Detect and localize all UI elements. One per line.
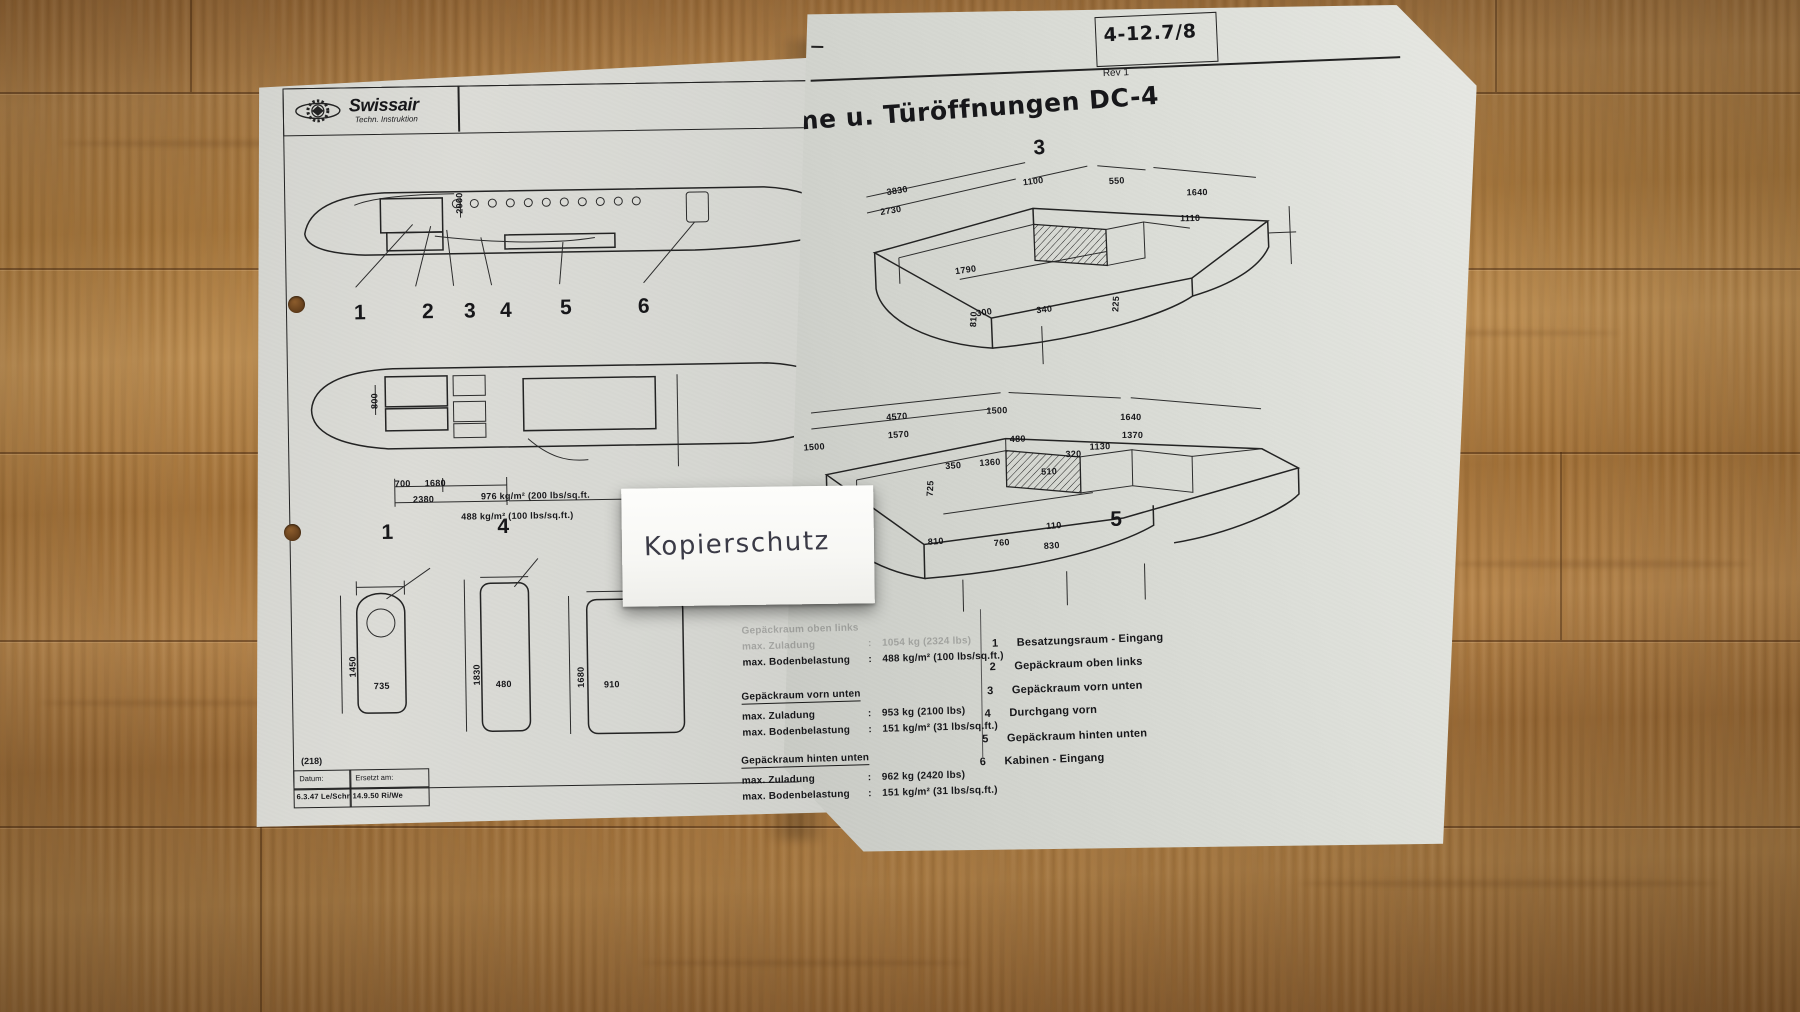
callout-2: 2 (421, 300, 434, 324)
floor-load-upper: 976 kg/m² (200 lbs/sq.ft. (480, 489, 591, 502)
form-number: (218) (300, 755, 323, 767)
door-wide-height: 1680 (575, 666, 586, 688)
iso-upper-callout: 3 (1032, 135, 1046, 160)
iso-upper-dim-550: 550 (1108, 175, 1125, 187)
spec-sep: : (868, 654, 873, 666)
spec-label: max. Zuladung (741, 773, 816, 787)
doc-number: 4-12.7/8 (1103, 20, 1198, 47)
iso-lower-compartment (786, 395, 1351, 656)
iso-lower-dim-1500: 1500 (986, 405, 1008, 416)
iso-lower-dim-320: 320 (1065, 448, 1082, 460)
spec-value: 1054 kg (2324 lbs) (881, 635, 972, 649)
iso-lower-dim-830: 830 (1043, 539, 1061, 552)
spec-label: max. Bodenbelastung (742, 788, 851, 803)
door1-width: 735 (373, 680, 390, 692)
spec-label: max. Zuladung (741, 709, 816, 723)
door-callout-1: 1 (381, 520, 394, 544)
iso-lower-dim-1570: 1570 (887, 428, 910, 441)
brand-name: Swissair (348, 94, 419, 116)
spec-sep: : (867, 708, 872, 720)
legend-label: Gepäckraum hinten unten (1006, 727, 1148, 745)
fuselage-side-view: 2000 (294, 167, 856, 296)
spec-label: max. Bodenbelastung (742, 724, 851, 739)
iso-lower-dim-510: 510 (1041, 466, 1058, 477)
iso-lower-dim-350: 350 (944, 460, 962, 472)
spec-value: 953 kg (2100 lbs) (881, 705, 966, 719)
spec-sep: : (867, 638, 872, 650)
iso-upper-dim-340: 340 (1035, 303, 1053, 316)
iso-lower-dim-810: 810 (927, 535, 945, 547)
svg-text:800: 800 (369, 393, 379, 409)
spec-value: 962 kg (2420 lbs) (881, 769, 966, 783)
spec-value: 151 kg/m² (31 lbs/sq.ft.) (882, 784, 998, 799)
iso-lower-dim-1360: 1360 (979, 456, 1001, 469)
spec-value: 151 kg/m² (31 lbs/sq.ft.) (882, 720, 999, 735)
swissair-logo-icon (295, 94, 342, 129)
legend-label: Gepäckraum vorn unten (1011, 679, 1143, 697)
iso-lower-dim-1500b: 1500 (803, 441, 826, 453)
door-wide-width: 910 (603, 679, 620, 690)
dim-700: 700 (394, 478, 411, 489)
punch-hole-top (288, 296, 305, 313)
date-label: Datum: (299, 773, 324, 784)
callout-1: 1 (353, 301, 366, 325)
iso-lower-dim-1640: 1640 (1120, 411, 1142, 423)
iso-lower-dim-480: 480 (1009, 433, 1026, 445)
spec-value: 488 kg/m² (100 lbs/sq.ft.) (882, 650, 1004, 665)
spec-block: Gepäckraum oben links max. Zuladung : 10… (727, 596, 1023, 834)
iso-upper-dim-225: 225 (1110, 295, 1122, 313)
revision-label: Rev 1 (1102, 67, 1130, 80)
door1-height: 1450 (347, 656, 358, 678)
fuselage-plan-view: 800 (297, 337, 859, 476)
replaced-label: Ersetzt am: (355, 772, 394, 783)
brand-sub: Techn. Instruktion (354, 114, 418, 125)
iso-lower-dim-725: 725 (924, 480, 936, 497)
svg-text:2000: 2000 (454, 192, 464, 213)
spec-sep: : (867, 772, 872, 784)
dim-1680: 1680 (424, 477, 447, 489)
spec-sep: : (868, 788, 872, 800)
spec-sep: : (868, 724, 873, 736)
spec-heading: Gepäckraum oben links (741, 622, 859, 637)
date-value: 6.3.47 Le/Schr (296, 791, 350, 802)
iso-lower-dim-1130: 1130 (1089, 441, 1111, 452)
callout-3: 3 (463, 299, 476, 323)
iso-lower-dim-4570: 4570 (885, 410, 908, 423)
iso-lower-callout: 5 (1110, 507, 1123, 531)
spec-heading: Gepäckraum vorn unten (741, 688, 861, 705)
door-callout-4: 4 (497, 514, 510, 539)
callout-6: 6 (637, 294, 650, 318)
door4-width: 480 (495, 678, 512, 690)
door4-height: 1830 (471, 664, 482, 686)
iso-lower-dim-760: 760 (993, 537, 1011, 549)
iso-upper-compartment (830, 164, 1355, 424)
callout-4: 4 (499, 298, 512, 323)
sheet-right-page: Gepäckräume u. Türöffnungen DC-4 4-12.7/… (782, 0, 1478, 866)
kopierschutz-text: Kopierschutz (643, 525, 831, 563)
legend-label: Gepäckraum oben links (1014, 655, 1143, 673)
iso-lower-dim-1370: 1370 (1121, 430, 1144, 441)
kopierschutz-card: Kopierschutz (621, 485, 875, 607)
spec-heading: Gepäckraum hinten unten (741, 752, 870, 769)
iso-upper-dim-1110: 1110 (1180, 212, 1201, 224)
spec-label: max. Zuladung (741, 639, 816, 653)
iso-upper-dim-1640: 1640 (1186, 187, 1208, 198)
punch-hole-bottom (284, 524, 301, 541)
iso-lower-dim-110: 110 (1045, 520, 1062, 532)
dim-2380: 2380 (412, 494, 435, 505)
replaced-value: 14.9.50 Ri/We (352, 790, 404, 801)
spec-label: max. Bodenbelastung (742, 654, 851, 669)
floor-load-lower: 488 kg/m² (100 lbs/sq.ft.) (461, 509, 574, 522)
legend-label: Besatzungsraum - Eingang (1016, 631, 1164, 649)
callout-5: 5 (559, 295, 572, 320)
